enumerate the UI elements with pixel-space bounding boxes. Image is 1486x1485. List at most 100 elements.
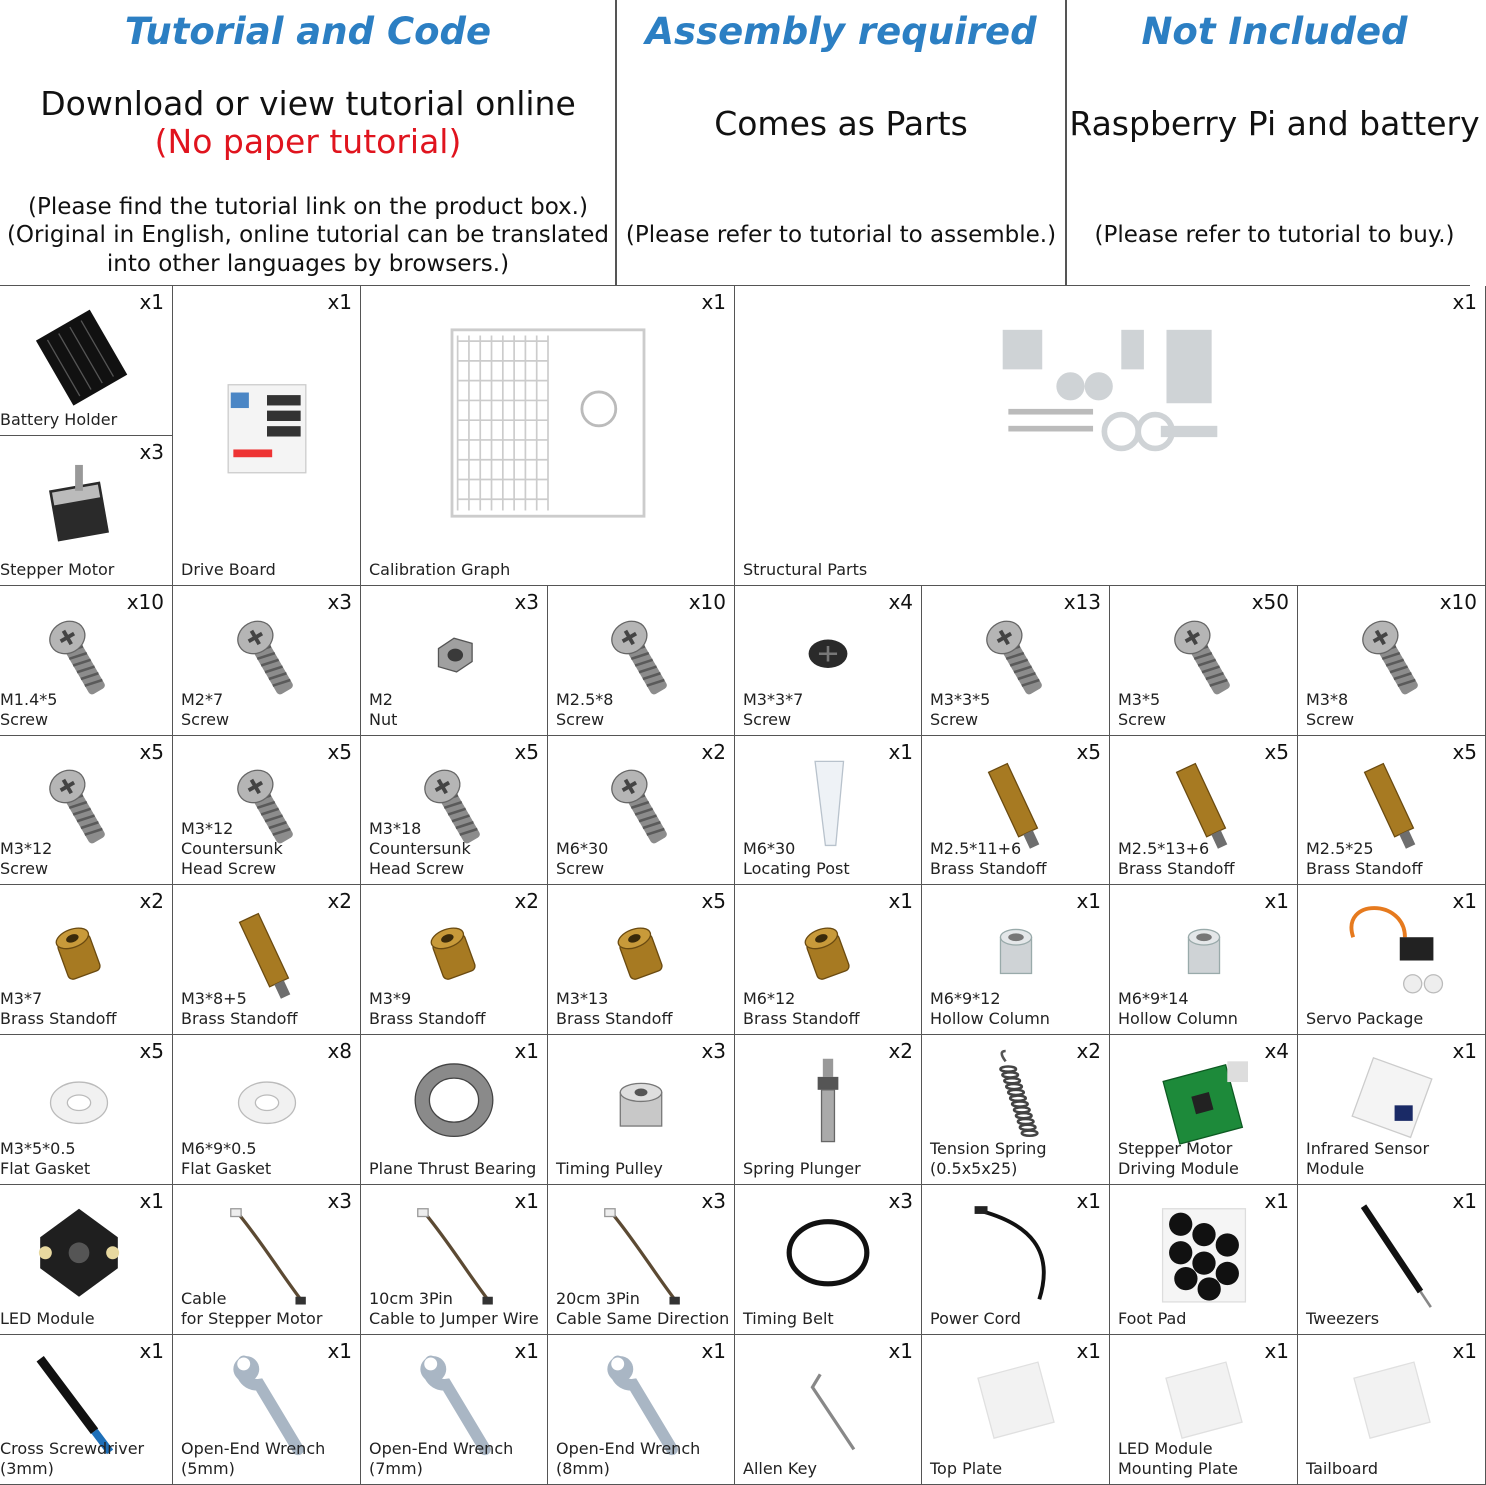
screw-icon (1173, 620, 1230, 694)
stepper-motor-icon (49, 464, 109, 542)
part-label: Timing Pulley (556, 1159, 663, 1178)
part-label: M2 Nut (369, 690, 398, 729)
part-quantity: x1 (139, 290, 164, 314)
part-label: Stepper Motor (0, 560, 115, 579)
belt-icon (786, 1218, 870, 1286)
part-quantity: x2 (1076, 1039, 1101, 1063)
part-quantity: x1 (701, 1339, 726, 1363)
part-label: M6*30 Locating Post (743, 839, 850, 878)
cable-icon (229, 1207, 306, 1305)
assembly-note: (Please refer to tutorial to assemble.) (625, 222, 1057, 248)
part-label: M3*8+5 Brass Standoff (181, 989, 298, 1028)
bearing-icon (414, 1062, 494, 1137)
allen-key-icon (810, 1372, 856, 1450)
not-included-main-text: Raspberry Pi and battery (1069, 104, 1480, 143)
screw-icon (985, 620, 1042, 694)
tutorial-title: Tutorial and Code (124, 10, 492, 53)
assembly-title: Assembly required (645, 10, 1037, 53)
header-divider-2 (1065, 0, 1067, 286)
part-label: M6*9*14 Hollow Column (1118, 989, 1238, 1028)
part-label: M3*5 Screw (1118, 690, 1167, 729)
part-quantity: x2 (327, 889, 352, 913)
wrench-icon (607, 1355, 678, 1455)
screw-icon (236, 769, 293, 844)
tutorial-note-3: into other languages by browsers.) (106, 251, 510, 277)
part-label: Timing Belt (743, 1309, 834, 1328)
wrench-icon (232, 1355, 304, 1455)
part-quantity: x3 (514, 590, 539, 614)
nut-icon (437, 637, 473, 673)
part-label: Tailboard (1306, 1459, 1379, 1478)
part-label: Plane Thrust Bearing (369, 1159, 537, 1178)
part-quantity: x5 (1076, 740, 1101, 764)
part-label: LED Module (0, 1309, 95, 1328)
screw-icon (49, 620, 105, 694)
part-label: M6*12 Brass Standoff (743, 989, 860, 1028)
screw-icon (49, 769, 105, 844)
part-quantity: x1 (1264, 889, 1289, 913)
part-quantity: x1 (1452, 1339, 1477, 1363)
part-label: Open-End Wrench (7mm) (369, 1439, 514, 1478)
brass-nut-icon (55, 926, 101, 980)
tutorial-main-text: Download or view tutorial online (40, 84, 576, 123)
part-label: Open-End Wrench (8mm) (556, 1439, 701, 1478)
part-quantity: x1 (1076, 889, 1101, 913)
part-label: Power Cord (930, 1309, 1021, 1328)
part-label: M2.5*25 Brass Standoff (1306, 839, 1423, 878)
part-quantity: x10 (1439, 590, 1477, 614)
part-quantity: x1 (139, 1339, 164, 1363)
part-label: M2.5*13+6 Brass Standoff (1118, 839, 1235, 878)
brass-standoff-icon (1363, 762, 1415, 849)
spring-icon (998, 1049, 1039, 1137)
part-quantity: x1 (1076, 1339, 1101, 1363)
part-quantity: x2 (888, 1039, 913, 1063)
cable-icon (604, 1207, 680, 1305)
part-label: Cross Screwdriver (3mm) (0, 1439, 145, 1478)
part-quantity: x5 (139, 1039, 164, 1063)
header-not-included: Not Included Raspberry Pi and battery (P… (1067, 0, 1482, 286)
header-bottom-line (0, 285, 1470, 287)
part-quantity: x5 (1452, 740, 1477, 764)
led-module-icon (38, 1208, 120, 1297)
hollow-column-icon (1187, 928, 1220, 974)
part-label: M6*9*0.5 Flat Gasket (181, 1139, 272, 1178)
part-label: Battery Holder (0, 410, 118, 429)
screw-icon (424, 769, 480, 844)
not-included-note: (Please refer to tutorial to buy.) (1094, 222, 1455, 248)
part-quantity: x1 (1452, 290, 1477, 314)
part-quantity: x1 (1452, 1189, 1477, 1213)
ir-sensor-icon (1350, 1056, 1433, 1138)
part-quantity: x4 (1264, 1039, 1289, 1063)
part-quantity: x1 (514, 1339, 539, 1363)
part-label: Tension Spring (0.5x5x25) (930, 1139, 1047, 1178)
part-quantity: x4 (888, 590, 913, 614)
plate-icon (1164, 1360, 1243, 1439)
gasket-icon (237, 1080, 296, 1124)
part-label: M1.4*5 Screw (0, 690, 58, 729)
plate-icon (976, 1360, 1055, 1439)
part-quantity: x5 (514, 740, 539, 764)
part-label: M6*30 Screw (556, 839, 609, 878)
